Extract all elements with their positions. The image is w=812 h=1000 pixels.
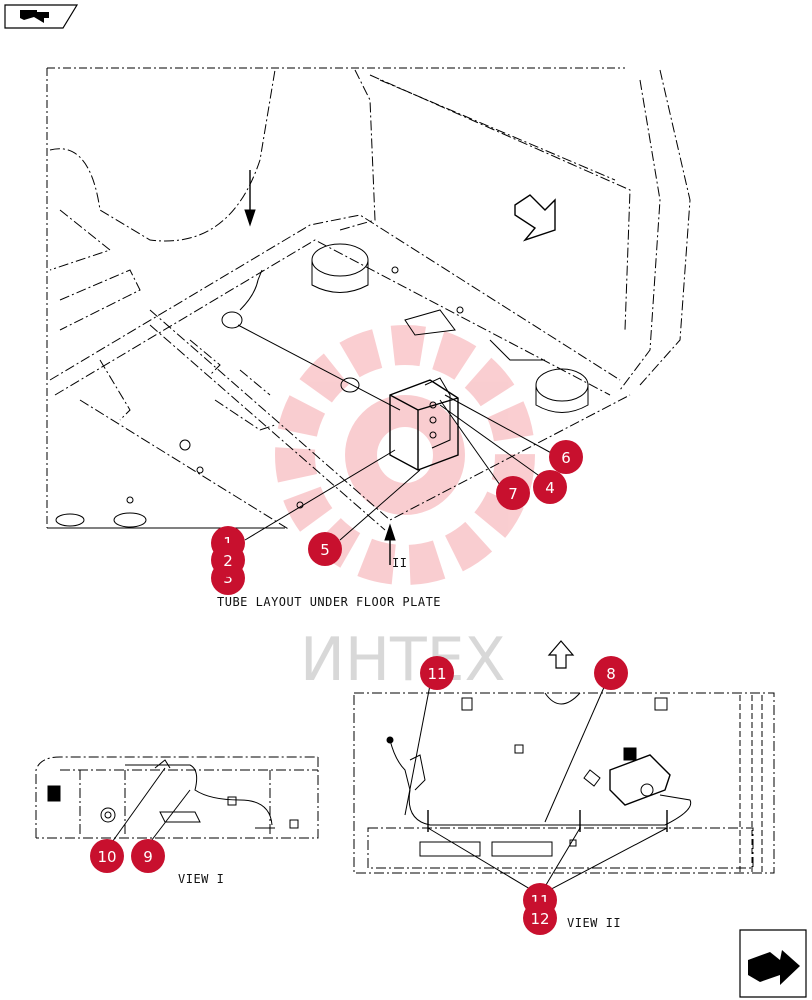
main-view xyxy=(46,67,691,565)
svg-text:7: 7 xyxy=(508,485,518,503)
svg-text:10: 10 xyxy=(97,848,116,866)
view-ii-drawing xyxy=(353,692,775,874)
svg-text:2: 2 xyxy=(223,552,233,570)
view-i-label: VIEW I xyxy=(178,872,224,886)
svg-text:12: 12 xyxy=(530,910,549,928)
svg-text:3: 3 xyxy=(223,569,233,587)
callout-4: 4 xyxy=(533,470,567,504)
callout-10: 10 xyxy=(90,839,124,873)
svg-text:6: 6 xyxy=(561,449,571,467)
callout-6: 6 xyxy=(549,440,583,474)
up-arrow-icon xyxy=(547,640,575,669)
view-i-drawing xyxy=(35,756,319,839)
next-page-icon[interactable] xyxy=(739,929,807,998)
leader-lines-view-ii xyxy=(404,684,668,896)
callout-2: 2 xyxy=(211,543,245,577)
svg-text:8: 8 xyxy=(606,665,616,683)
watermark-text: ИНТЕХ xyxy=(300,625,506,695)
svg-text:5: 5 xyxy=(320,541,330,559)
svg-text:11: 11 xyxy=(427,665,446,683)
prev-page-icon[interactable] xyxy=(4,4,79,29)
callout-12: 12 xyxy=(523,901,557,935)
callout-11: 11 xyxy=(420,656,454,690)
callout-8: 8 xyxy=(594,656,628,690)
main-caption: TUBE LAYOUT UNDER FLOOR PLATE xyxy=(217,595,441,609)
watermark-logo xyxy=(275,325,535,585)
svg-text:4: 4 xyxy=(545,479,555,497)
callout-9: 9 xyxy=(131,839,165,873)
callout-5: 5 xyxy=(308,532,342,566)
leader-lines-view-i xyxy=(109,767,191,846)
leader-lines-main xyxy=(244,394,556,541)
view-ii-label: VIEW II xyxy=(567,916,621,930)
callout-7: 7 xyxy=(496,476,530,510)
svg-text:9: 9 xyxy=(143,848,153,866)
arrow-label-ii: II xyxy=(392,556,407,570)
